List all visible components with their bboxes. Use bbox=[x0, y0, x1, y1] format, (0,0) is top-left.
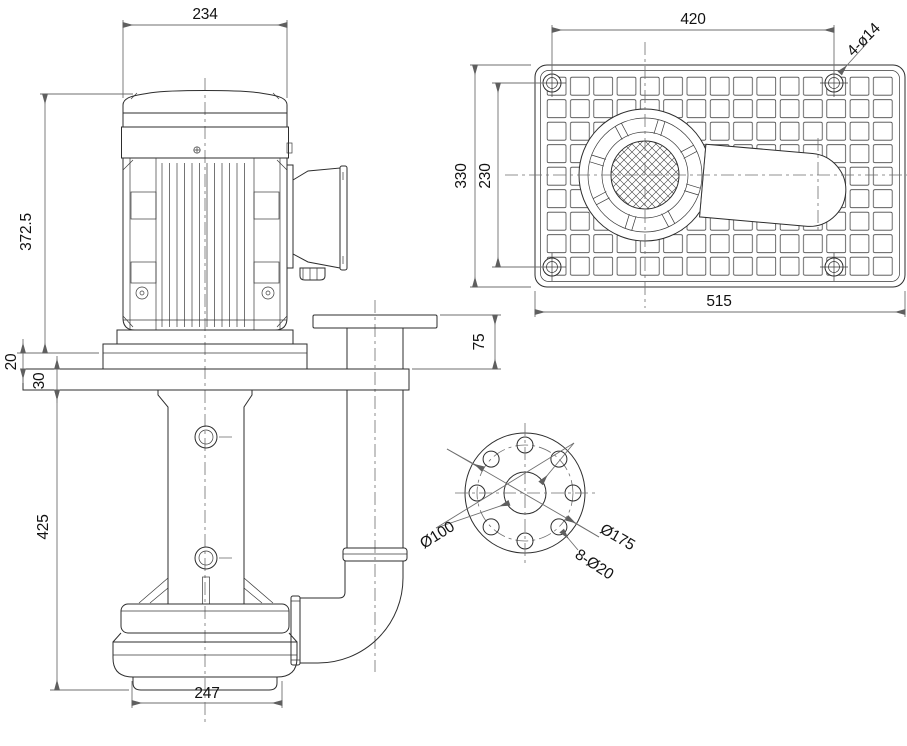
front-view: 234 372.5 20 30 425 75 247 bbox=[3, 6, 501, 722]
dim-plate-hole-spacing-x: 420 bbox=[680, 11, 706, 28]
dim-column-length: 425 bbox=[35, 514, 52, 539]
dim-flange-bolt-holes: 8-Ø20 bbox=[572, 546, 617, 583]
dim-motor-assembly-height: 372.5 bbox=[18, 213, 35, 251]
discharge-outlet-plan bbox=[699, 143, 847, 227]
dim-casing-width: 247 bbox=[194, 685, 219, 702]
dim-discharge-flange-height: 75 bbox=[471, 334, 488, 351]
terminal-box bbox=[286, 164, 348, 281]
flange-dimensions: Ø100 Ø175 8-Ø20 bbox=[417, 442, 638, 584]
motor-fin-body bbox=[122, 157, 288, 331]
dim-plate-seat-offset: 20 bbox=[3, 353, 20, 370]
dim-motor-width: 234 bbox=[192, 6, 218, 23]
mount-spokes bbox=[589, 119, 701, 231]
pump-casing bbox=[112, 603, 298, 691]
plate-outline bbox=[534, 64, 906, 288]
dim-plate-corner-holes: 4-ø14 bbox=[844, 19, 884, 59]
dim-plate-hole-spacing-y: 230 bbox=[477, 163, 494, 189]
motor-top-housing bbox=[121, 126, 293, 159]
motor-pedestal bbox=[102, 319, 308, 370]
mounting-plate-side bbox=[22, 368, 410, 391]
dim-flange-bore: Ø100 bbox=[417, 518, 458, 552]
flange-bolt-circle bbox=[476, 444, 574, 542]
discharge-pipe bbox=[290, 314, 438, 666]
top-view: 420 4-ø14 330 230 515 bbox=[453, 11, 907, 317]
dim-plate-width: 515 bbox=[706, 293, 731, 310]
dim-flange-bolt-circle: Ø175 bbox=[597, 521, 638, 554]
dim-plate-thickness: 30 bbox=[31, 372, 48, 389]
dim-plate-depth: 330 bbox=[453, 163, 470, 189]
flange-detail-view: Ø100 Ø175 8-Ø20 bbox=[417, 423, 638, 584]
pump-column bbox=[138, 390, 274, 605]
flange-centerlines bbox=[455, 423, 595, 563]
plate-centerlines bbox=[505, 42, 907, 308]
front-dimensions: 234 372.5 20 30 425 75 247 bbox=[3, 6, 501, 708]
